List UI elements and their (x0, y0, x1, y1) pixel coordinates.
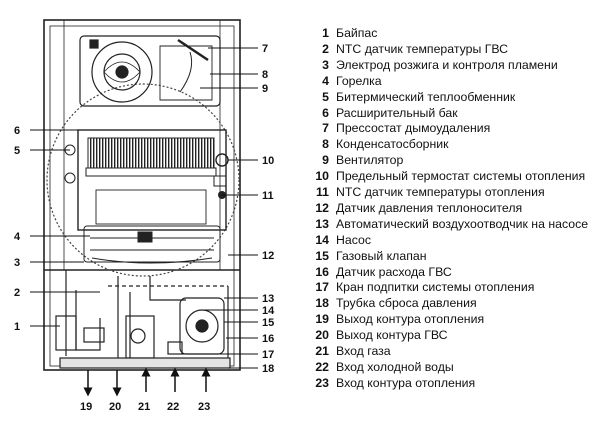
legend-number: 15 (315, 248, 329, 263)
legend-number: 2 (322, 41, 329, 56)
callout-2: 2 (14, 287, 20, 299)
legend-label: Прессостат дымоудаления (336, 121, 491, 136)
legend-label: NTC датчик температуры ГВС (336, 41, 509, 56)
legend-number: 10 (315, 169, 329, 184)
hydraulic-block (55, 270, 231, 369)
legend-label: Горелка (336, 73, 382, 88)
legend-number: 5 (322, 89, 329, 104)
callout-14: 14 (262, 305, 275, 317)
legend-label: Расширительный бак (336, 105, 458, 120)
callout-7: 7 (262, 43, 268, 55)
legend-number: 13 (315, 216, 329, 231)
callout-23: 23 (198, 401, 210, 413)
legend-number: 23 (315, 375, 329, 390)
callout-1: 1 (14, 321, 20, 333)
fan-assembly (79, 35, 221, 107)
legend-label: Кран подпитки системы отопления (336, 280, 535, 295)
legend-label: Вход газа (336, 344, 391, 358)
legend-number: 20 (315, 328, 329, 343)
legend-number: 4 (322, 73, 329, 88)
boiler-casing (43, 19, 241, 371)
legend-label: Вход холодной воды (336, 359, 454, 374)
legend-number: 16 (315, 264, 329, 279)
callout-11: 11 (262, 190, 274, 202)
expansion-tank-outline (46, 83, 240, 277)
legend-label: Предельный термостат системы отопления (336, 169, 586, 184)
callout-20: 20 (109, 401, 121, 413)
legend-number: 17 (315, 280, 329, 295)
legend-number: 3 (322, 57, 329, 72)
callout-9: 9 (262, 83, 268, 95)
legend-number: 22 (315, 359, 329, 374)
callout-19: 19 (80, 401, 92, 413)
legend-label: Выход контура отопления (336, 312, 485, 327)
callout-18: 18 (262, 363, 274, 375)
legend-number: 18 (315, 296, 329, 311)
legend-number: 8 (322, 137, 329, 152)
legend-label: Датчик давления теплоносителя (336, 200, 523, 215)
callout-15: 15 (262, 317, 274, 329)
legend-number: 21 (315, 344, 329, 358)
callout-12: 12 (262, 250, 274, 262)
legend-number: 14 (315, 232, 329, 247)
callout-5: 5 (14, 145, 20, 157)
legend-label: Датчик расхода ГВС (336, 264, 452, 279)
legend-label: Газовый клапан (336, 248, 427, 263)
legend-label: Насос (336, 232, 371, 247)
burner (83, 225, 221, 264)
heat-exchanger (64, 129, 229, 231)
legend-label: NTC датчик температуры отопления (336, 185, 545, 199)
legend-label: Выход контура ГВС (336, 328, 448, 343)
legend-label: Битермический теплообменник (336, 89, 516, 104)
callout-10: 10 (262, 155, 274, 167)
legend-number: 19 (315, 312, 329, 327)
callout-8: 8 (262, 69, 268, 81)
callout-17: 17 (262, 349, 274, 361)
legend-number: 1 (322, 26, 329, 40)
callout-4: 4 (14, 231, 21, 243)
callout-6: 6 (14, 125, 20, 137)
callout-16: 16 (262, 333, 274, 345)
legend-label: Вентилятор (336, 153, 404, 168)
leader-lines (30, 47, 258, 369)
legend-label: Трубка сброса давления (336, 296, 477, 311)
legend-number: 6 (322, 105, 329, 120)
callout-3: 3 (14, 257, 20, 269)
legend-label: Вход контура отопления (336, 375, 476, 390)
legend-label: Автоматический воздухоотводчик на насосе (336, 216, 589, 231)
callout-13: 13 (262, 293, 274, 305)
legend-label: Байпас (336, 26, 378, 40)
legend-label: Конденсатосборник (336, 137, 449, 152)
connection-pipes (83, 367, 211, 397)
legend-number: 9 (322, 153, 329, 168)
callout-21: 21 (138, 401, 150, 413)
callout-22: 22 (167, 401, 179, 413)
legend-label: Электрод розжига и контроля пламени (336, 57, 558, 72)
legend-number: 12 (315, 200, 329, 215)
legend-number: 11 (316, 185, 329, 199)
legend-number: 7 (322, 121, 329, 136)
